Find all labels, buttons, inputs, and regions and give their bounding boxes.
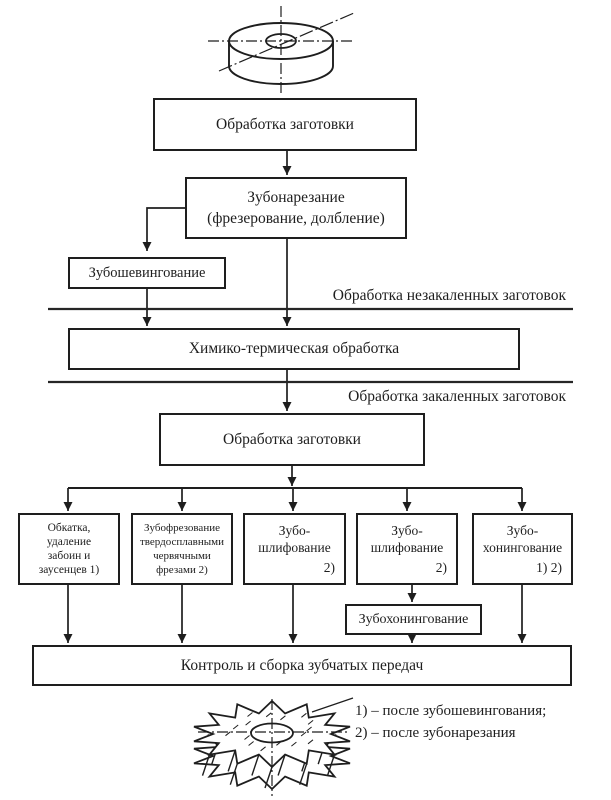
box-carbide-hobbing: Зубофрезование твердосплавными червячным… — [131, 513, 233, 585]
legend: 1) – после зубошевингования; 2) – после … — [355, 700, 546, 744]
box-blank-processing-mid: Обработка заготовки — [159, 413, 425, 466]
box-rolling-deburring: Обкатка, удаление забоин и заусенцев 1) — [18, 513, 120, 585]
box-gear-honing-small: Зубохонингование — [345, 604, 482, 635]
box-note: 1) 2) — [536, 560, 562, 575]
box-chemical-thermal-treatment: Химико-термическая обработка — [68, 328, 520, 370]
legend-item: 1) – после зубошевингования; — [355, 703, 547, 719]
box-gear-grinding-left: Зубо- шлифование 2) — [243, 513, 346, 585]
flow-arrows — [63, 151, 527, 643]
box-note: 2) — [323, 560, 335, 575]
box-blank-processing-top: Обработка заготовки — [153, 98, 417, 151]
section-label-unhardened: Обработка незакаленных заготовок — [332, 287, 566, 304]
box-gear-honing-right: Зубо- хонингование 1) 2) — [472, 513, 573, 585]
legend-item: 2) – после зубонарезания — [355, 725, 516, 741]
box-gear-cutting: Зубонарезание (фрезерование, долбление) — [185, 177, 407, 239]
section-label-hardened: Обработка закаленных заготовок — [348, 388, 566, 405]
box-control-assembly: Контроль и сборка зубчатых передач — [32, 645, 572, 686]
box-gear-shaving: Зубошевингование — [68, 257, 226, 289]
box-label: Зубо- шлифование — [370, 523, 444, 555]
gear-drawing — [193, 697, 354, 796]
box-label: Зубо- шлифование — [258, 523, 331, 555]
gear-blank-drawing — [208, 6, 355, 96]
box-label: Зубо- хонингование — [482, 523, 563, 555]
box-note: 2) — [435, 560, 447, 575]
section-divider-lines — [48, 307, 573, 384]
box-gear-grinding-right: Зубо- шлифование 2) — [356, 513, 458, 585]
